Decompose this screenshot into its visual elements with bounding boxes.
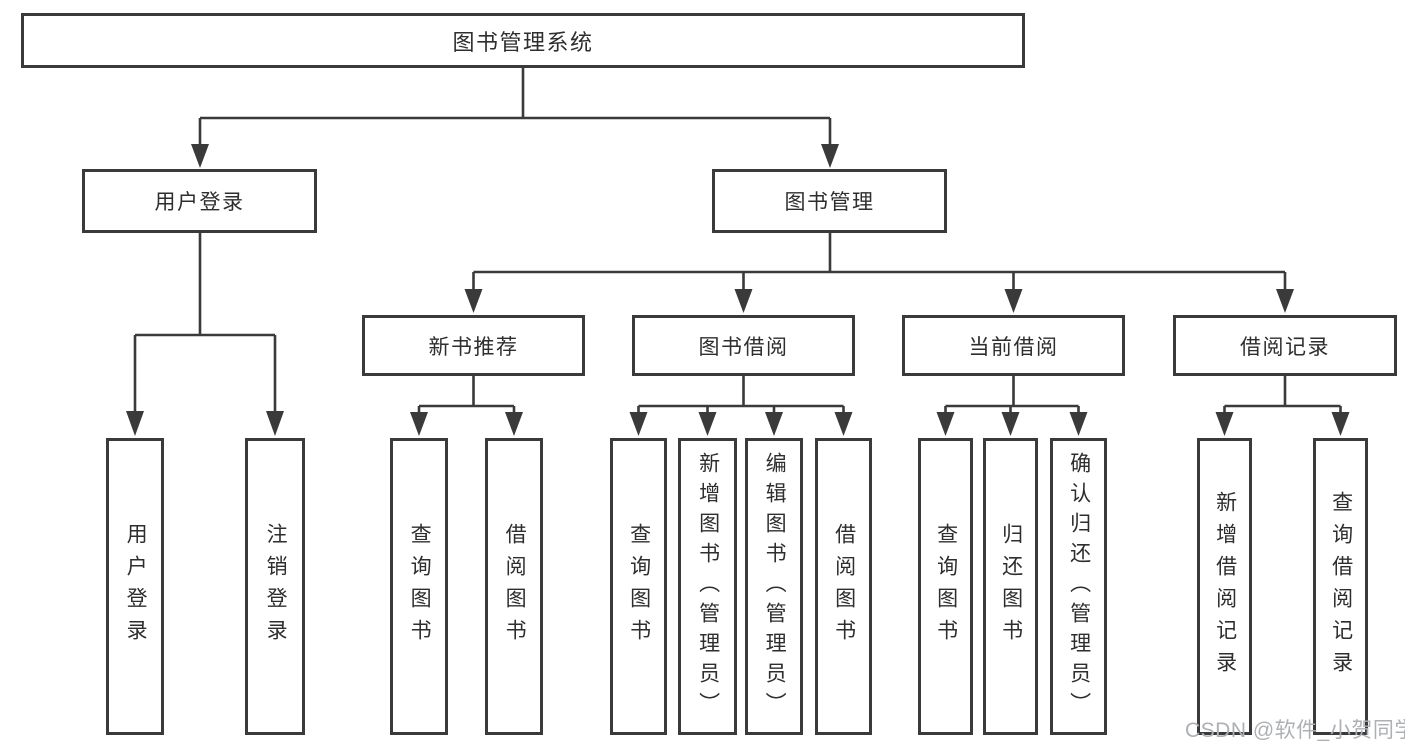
leaf-label: 查询图书 <box>934 522 958 651</box>
edge-borrowing-to-leaves <box>637 376 845 414</box>
leaf-edit-books-admin: 编辑图书（管理员） <box>745 438 803 735</box>
node-book-borrowing: 图书借阅 <box>632 315 855 376</box>
node-label: 当前借阅 <box>968 335 1059 359</box>
leaf-label: 确认归还（管理员） <box>1067 451 1091 722</box>
leaf-borrow-books: 借阅图书 <box>815 438 872 735</box>
edge-current-to-leaves <box>944 376 1080 414</box>
leaf-label: 查询图书 <box>627 522 651 651</box>
node-label: 图书管理 <box>784 191 875 214</box>
node-label: 新书推荐 <box>428 335 519 359</box>
arrowheads <box>126 144 1350 436</box>
leaf-query-books-recommend: 查询图书 <box>390 438 448 735</box>
edge-userlogin-to-leaves <box>133 233 277 413</box>
node-user-login: 用户登录 <box>82 169 317 233</box>
node-new-book-recommend: 新书推荐 <box>362 315 585 376</box>
leaf-query-books-borrowing: 查询图书 <box>610 438 667 735</box>
leaf-query-books-current: 查询图书 <box>918 438 973 735</box>
node-label: 图书管理系统 <box>452 29 594 55</box>
leaf-label: 借阅图书 <box>503 522 527 651</box>
edge-root-to-level2 <box>198 66 832 146</box>
leaf-label: 新增图书（管理员） <box>696 451 720 722</box>
leaf-query-borrow-record: 查询借阅记录 <box>1313 438 1368 735</box>
node-label: 图书借阅 <box>698 335 789 359</box>
leaf-label: 用户登录 <box>124 522 148 651</box>
leaf-label: 查询图书 <box>408 522 432 651</box>
edge-records-to-leaves <box>1223 376 1342 414</box>
leaf-return-books: 归还图书 <box>983 438 1038 735</box>
leaf-user-login: 用户登录 <box>106 438 164 735</box>
leaf-label: 注销登录 <box>264 522 288 651</box>
node-label: 用户登录 <box>154 191 245 214</box>
node-label: 借阅记录 <box>1240 335 1330 359</box>
edge-newbook-to-leaves <box>417 376 516 414</box>
node-current-borrowing: 当前借阅 <box>902 315 1125 376</box>
leaf-label: 新增借阅记录 <box>1213 490 1237 683</box>
leaf-label: 查询借阅记录 <box>1329 490 1353 683</box>
edge-bookmgmt-to-level3 <box>472 233 1287 291</box>
leaf-borrow-books-recommend: 借阅图书 <box>485 438 543 735</box>
leaf-label: 归还图书 <box>999 522 1023 651</box>
leaf-confirm-return-admin: 确认归还（管理员） <box>1050 438 1107 735</box>
node-book-management: 图书管理 <box>712 169 947 233</box>
node-borrowing-records: 借阅记录 <box>1173 315 1397 376</box>
leaf-label: 借阅图书 <box>832 522 856 651</box>
leaf-label: 编辑图书（管理员） <box>763 451 787 722</box>
csdn-watermark: CSDN @软件_小贺同学 <box>1185 719 1405 742</box>
leaf-logout: 注销登录 <box>245 438 305 735</box>
node-library-system: 图书管理系统 <box>21 13 1025 68</box>
leaf-add-borrow-record: 新增借阅记录 <box>1197 438 1252 735</box>
leaf-add-books-admin: 新增图书（管理员） <box>678 438 737 735</box>
